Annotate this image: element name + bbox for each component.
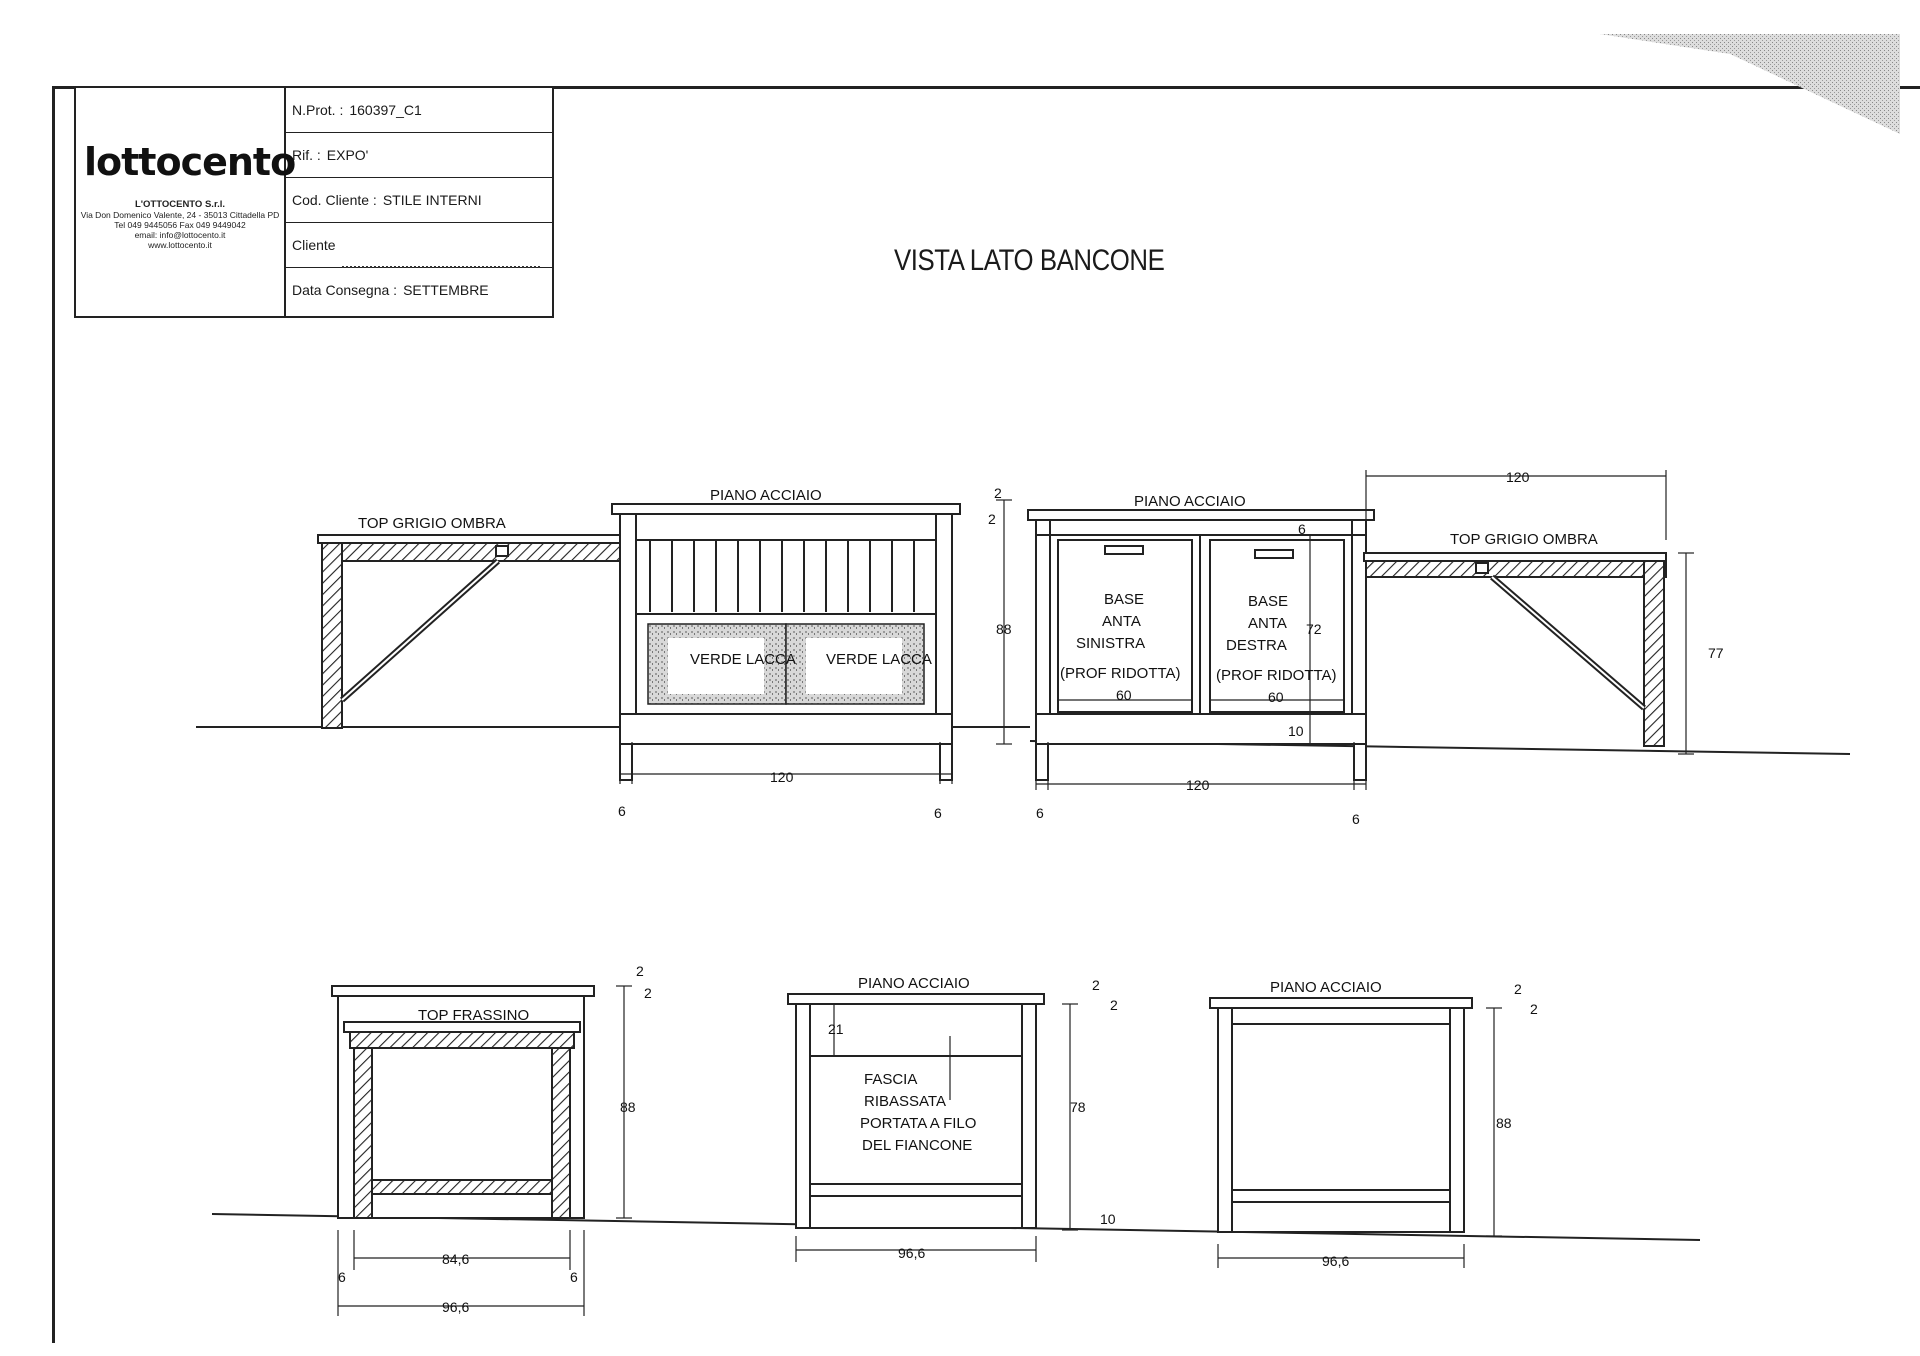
door-left-line2: ANTA	[1102, 613, 1141, 630]
dim-middle-top-a: 2	[1092, 977, 1100, 993]
dim-right-bottom-top-b: 2	[1530, 1001, 1538, 1017]
dim-middle-top-b: 2	[1110, 997, 1118, 1013]
dim-width-left: 120	[770, 769, 794, 785]
label-piano-acciaio-right-bottom: PIANO ACCIAIO	[1270, 979, 1382, 996]
dim-door-left: 60	[1116, 687, 1132, 703]
company-name: L'OTTOCENTO S.r.l.	[134, 199, 226, 210]
dim-leg-right-a: 6	[1036, 805, 1044, 821]
sheet-border	[52, 86, 1920, 1343]
label-right-top: TOP GRIGIO OMBRA	[1450, 531, 1598, 548]
right-side-table	[1363, 552, 1667, 747]
counter-side-right	[1209, 997, 1473, 1233]
company-logo: lottocento	[84, 140, 296, 184]
field-label: Data Consegna :	[292, 282, 398, 298]
door-left-note: (PROF RIDOTTA)	[1060, 665, 1181, 682]
field-label: N.Prot. :	[292, 102, 344, 118]
title-block-fields: N.Prot. : 160397_C1 Rif. : EXPO' Cod. Clie…	[286, 88, 552, 316]
field-value: STILE INTERNI	[382, 192, 482, 208]
dim-middle-base: 10	[1100, 1211, 1116, 1227]
bottom-row-dimensions	[337, 985, 1502, 1316]
field-label: Cliente	[292, 237, 336, 253]
company-logo-panel: lottocento L'OTTOCENTO S.r.l. Via Don Do…	[76, 88, 296, 316]
dim-frassino-top-a: 2	[636, 963, 644, 979]
door-left-line1: BASE	[1104, 591, 1144, 608]
dim-top-gap: 6	[1298, 521, 1306, 537]
dim-leg-right-b: 6	[1352, 811, 1360, 827]
field-value: SETTEMBRE	[403, 282, 489, 298]
door-right-note: (PROF RIDOTTA)	[1216, 667, 1337, 684]
left-side-table	[317, 534, 623, 729]
drawing-title: VISTA LATO BANCONE	[894, 244, 1165, 277]
dim-top-a: 2	[994, 485, 1002, 501]
dim-leg-left-a: 6	[618, 803, 626, 819]
field-reference: Rif. : EXPO'	[286, 133, 552, 178]
label-piano-acciaio-middle: PIANO ACCIAIO	[858, 975, 970, 992]
dim-door-right: 60	[1268, 689, 1284, 705]
label-left-top: TOP GRIGIO OMBRA	[358, 515, 506, 532]
note-line3: PORTATA A FILO	[860, 1115, 976, 1132]
field-delivery-date: Data Consegna : SETTEMBRE	[286, 268, 552, 313]
table-top-frassino	[331, 985, 595, 1219]
field-label: Cod. Cliente :	[292, 192, 377, 208]
note-line4: DEL FIANCONE	[862, 1137, 972, 1154]
label-piano-acciaio-right: PIANO ACCIAIO	[1134, 493, 1246, 510]
bottom-row-labels: TOP FRASSINO 84,6 96,6 6 6 88 2 2 PIANO …	[338, 963, 1538, 1315]
dim-frassino-height: 88	[620, 1099, 636, 1115]
counter-front-right	[1027, 509, 1375, 781]
title-block: lottocento L'OTTOCENTO S.r.l. Via Don Do…	[74, 86, 554, 318]
door-left-line3: SINISTRA	[1076, 635, 1145, 652]
company-email: email: info@lottocento.it	[134, 230, 226, 240]
label-top-frassino: TOP FRASSINO	[418, 1007, 529, 1024]
dim-right-bottom-top-a: 2	[1514, 981, 1522, 997]
dim-width-right: 120	[1186, 777, 1210, 793]
dim-middle-top-gap: 21	[828, 1021, 844, 1037]
dim-height-center: 88	[996, 621, 1012, 637]
dim-inner-height: 72	[1306, 621, 1322, 637]
dim-base: 10	[1288, 723, 1304, 739]
counter-front-left	[611, 503, 961, 781]
top-row-labels: TOP GRIGIO OMBRA PIANO ACCIAIO VERDE LAC…	[358, 469, 1724, 827]
dim-top-b: 2	[988, 511, 996, 527]
dim-outer-frassino: 96,6	[442, 1299, 469, 1315]
dim-right-height: 77	[1708, 645, 1724, 661]
dim-frassino-leg-left: 6	[338, 1269, 346, 1285]
company-phone: Tel 049 9445056 Fax 049 9449042	[114, 220, 246, 230]
dim-middle-width: 96,6	[898, 1245, 925, 1261]
door-right-line2: ANTA	[1248, 615, 1287, 632]
field-value: 160397_C1	[349, 102, 422, 118]
dim-right-bottom-height: 88	[1496, 1115, 1512, 1131]
dim-frassino-top-b: 2	[644, 985, 652, 1001]
field-label: Rif. :	[292, 147, 321, 163]
dim-inner-frassino: 84,6	[442, 1251, 469, 1267]
field-protocol: N.Prot. : 160397_C1	[286, 88, 552, 133]
top-row-dimensions	[619, 470, 1694, 790]
field-client-code: Cod. Cliente : STILE INTERNI	[286, 178, 552, 223]
label-piano-acciaio-left: PIANO ACCIAIO	[710, 487, 822, 504]
dim-right-width: 120	[1506, 469, 1530, 485]
note-line1: FASCIA	[864, 1071, 917, 1088]
scan-corner-fold	[1600, 34, 1900, 134]
field-client: Cliente	[286, 223, 552, 268]
dim-right-bottom-width: 96,6	[1322, 1253, 1349, 1269]
counter-side-middle	[787, 993, 1045, 1229]
dim-middle-height: 78	[1070, 1099, 1086, 1115]
door-right-line1: BASE	[1248, 593, 1288, 610]
company-address: Via Don Domenico Valente, 24 - 35013 Cit…	[80, 210, 280, 220]
label-panel-left: VERDE LACCA	[690, 651, 796, 668]
field-blank-line	[341, 238, 540, 268]
note-line2: RIBASSATA	[864, 1093, 946, 1110]
company-website: www.lottocento.it	[148, 240, 212, 250]
field-value: EXPO'	[326, 147, 369, 163]
label-panel-right: VERDE LACCA	[826, 651, 932, 668]
dim-leg-left-b: 6	[934, 805, 942, 821]
door-right-line3: DESTRA	[1226, 637, 1287, 654]
dim-frassino-leg-right: 6	[570, 1269, 578, 1285]
